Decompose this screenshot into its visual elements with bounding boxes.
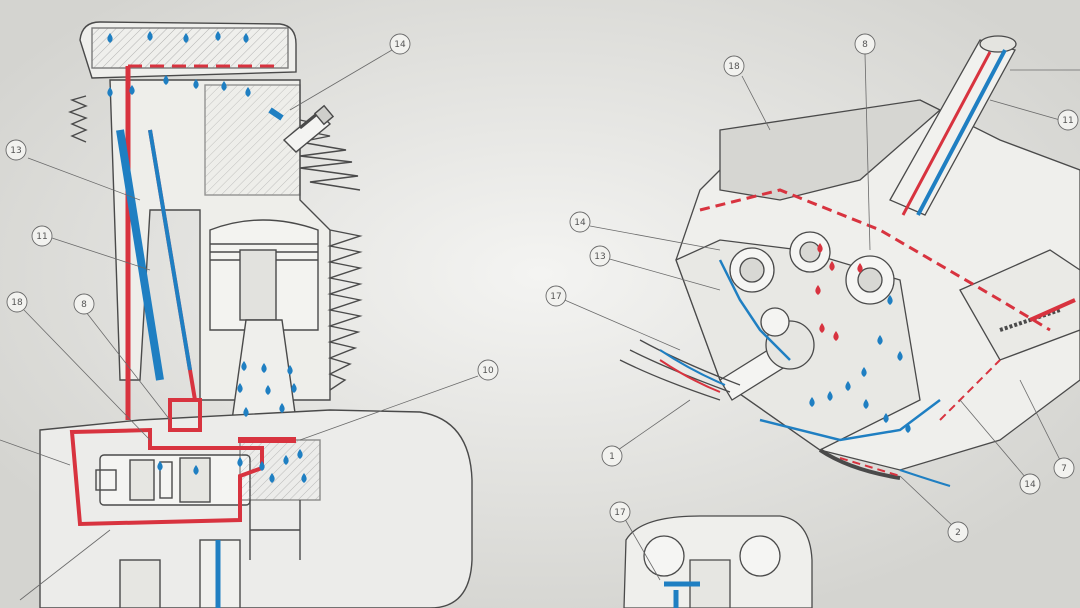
callout-label: 10 <box>482 366 494 376</box>
callout-7-right: 7 <box>1053 457 1075 479</box>
callout-18-left: 18 <box>6 291 28 313</box>
callout-18-right: 18 <box>723 55 745 77</box>
callout-17-right-bottom: 17 <box>609 501 631 523</box>
piston <box>209 219 319 331</box>
callout-label: 7 <box>1061 464 1067 474</box>
callout-8-left: 8 <box>73 293 95 315</box>
callout-label: 17 <box>550 292 561 302</box>
engine-cross-section <box>39 21 473 608</box>
oil-return-lines-right <box>659 49 1007 487</box>
callout-11-left: 11 <box>31 225 53 247</box>
barrel-fins <box>327 229 363 391</box>
callout-14-right-bottom: 14 <box>1019 473 1041 495</box>
crankcase-top-face <box>719 99 942 201</box>
oil-pressure-lines-right <box>659 51 1076 477</box>
callout-label: 8 <box>81 300 87 310</box>
crankcase-isometric <box>619 35 1080 480</box>
oil-return-lines-left <box>116 107 284 608</box>
callout-1-right: 1 <box>601 445 623 467</box>
pushrod-tube <box>889 35 1017 216</box>
callout-13-left: 13 <box>5 139 27 161</box>
callout-13-right: 13 <box>589 245 611 267</box>
callout-14-left: 14 <box>389 33 411 55</box>
callouts: 13 11 18 8 14 10 8 18 <box>5 33 1079 543</box>
callout-8-right: 8 <box>854 33 876 55</box>
callout-10-left: 10 <box>477 359 499 381</box>
callout-11-right: 11 <box>1057 109 1079 131</box>
callout-17-right: 17 <box>545 285 567 307</box>
callout-label: 1 <box>609 452 615 462</box>
callout-label: 8 <box>862 40 868 50</box>
callout-label: 18 <box>11 298 23 308</box>
bearing-bores <box>729 231 895 305</box>
lower-gears <box>119 439 321 608</box>
crankshaft-assembly <box>95 454 251 506</box>
valve-cover <box>91 27 289 69</box>
callout-label: 11 <box>36 232 47 242</box>
spark-plug <box>282 104 335 153</box>
gear-shaft <box>719 307 815 401</box>
callout-14-right-top: 14 <box>569 211 591 233</box>
callout-label: 14 <box>574 218 586 228</box>
callout-label: 11 <box>1062 116 1073 126</box>
callout-label: 2 <box>955 528 961 538</box>
callout-label: 18 <box>728 62 740 72</box>
feed-line <box>818 448 901 480</box>
leader-lines <box>0 49 1080 601</box>
callout-label: 14 <box>1024 480 1036 490</box>
oil-pump-detail <box>623 515 813 608</box>
callout-label: 13 <box>10 146 21 156</box>
callout-2-right: 2 <box>947 521 969 543</box>
callout-label: 17 <box>614 508 625 518</box>
callout-label: 14 <box>394 40 406 50</box>
relief-valve <box>959 249 1080 361</box>
callout-label: 13 <box>594 252 605 262</box>
